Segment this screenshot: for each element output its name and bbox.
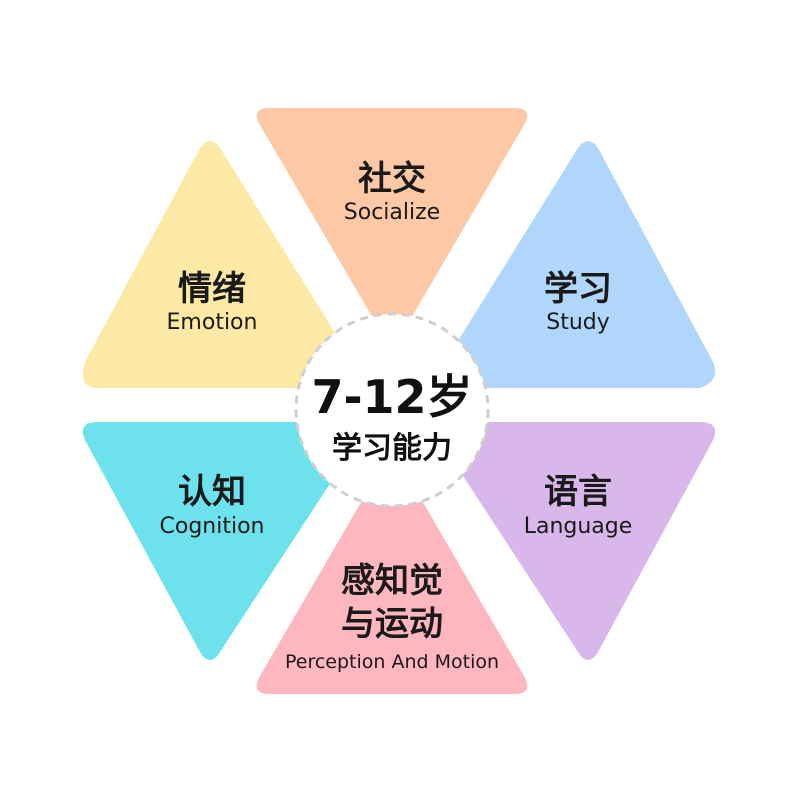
study-en-label: Study	[546, 310, 610, 335]
center-subtitle-label: 学习能力	[332, 431, 452, 466]
emotion-zh-label: 情绪	[178, 269, 246, 309]
segment-study	[440, 141, 716, 388]
perception-zh-line2-label: 与运动	[341, 604, 443, 644]
segment-cognition	[82, 422, 358, 660]
segment-socialize	[256, 108, 528, 334]
socialize-en-label: Socialize	[344, 200, 440, 225]
segment-language	[440, 422, 716, 660]
socialize-zh-label: 社交	[358, 159, 426, 199]
perception-en-label: Perception And Motion	[285, 651, 499, 673]
cognition-en-label: Cognition	[160, 514, 265, 539]
language-en-label: Language	[524, 514, 633, 539]
center-age-label: 7-12岁	[311, 370, 472, 424]
study-zh-label: 学习	[544, 269, 612, 309]
segment-emotion	[82, 141, 358, 388]
segment-shapes	[82, 108, 716, 694]
segment-perception-motion	[256, 466, 528, 694]
center-circle	[294, 312, 490, 508]
cognition-zh-label: 认知	[178, 472, 246, 512]
language-zh-label: 语言	[544, 472, 612, 512]
perception-zh-line1-label: 感知觉	[341, 561, 443, 601]
emotion-en-label: Emotion	[167, 310, 258, 335]
